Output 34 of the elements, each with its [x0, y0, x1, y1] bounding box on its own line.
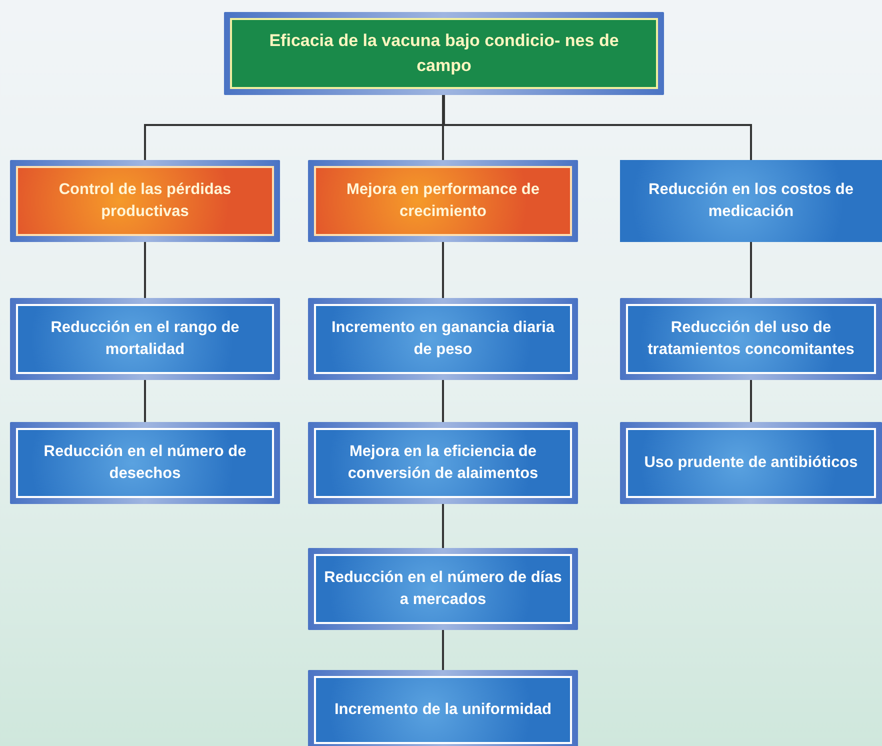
process-box	[10, 160, 280, 242]
connector-line	[442, 242, 444, 298]
box-label: Incremento de la uniformidad	[334, 700, 552, 720]
box-label: Reducción en el rango de mortalidad	[50, 318, 240, 360]
connector-line	[442, 504, 444, 548]
connector-line	[144, 380, 146, 422]
box-label: Eficacia de la vacuna bajo condicio- nes de campo	[268, 30, 620, 76]
process-box	[620, 422, 882, 504]
process-box	[620, 298, 882, 380]
connector-line	[442, 630, 444, 670]
connector-line	[443, 95, 752, 160]
connector-line	[750, 380, 752, 422]
process-box	[10, 422, 280, 504]
box-label: Control de las pérdidas productivas	[58, 180, 232, 222]
connector-line	[750, 242, 752, 298]
process-box	[620, 160, 882, 242]
connector-line	[442, 380, 444, 422]
box-label: Mejora en performance de crecimiento	[346, 180, 540, 222]
process-box	[308, 670, 578, 746]
process-box	[308, 298, 578, 380]
process-box	[308, 422, 578, 504]
process-box	[10, 298, 280, 380]
box-label: Mejora en la eficiencia de conversión de alaimentos	[346, 442, 540, 484]
title-box	[224, 12, 664, 95]
box-label: Reducción en el número de desechos	[42, 442, 248, 484]
box-label: Uso prudente de antibióticos	[644, 452, 858, 473]
box-label: Incremento en ganancia diaria de peso	[330, 318, 556, 360]
connector-line	[442, 95, 444, 160]
box-label: Reducción del uso de tratamientos concomitantes	[646, 318, 856, 360]
box-label: Reducción en el número de días a mercados	[324, 568, 562, 610]
connector-line	[144, 242, 146, 298]
box-label: Reducción en los costos de medicación	[648, 180, 854, 222]
process-box	[308, 160, 578, 242]
process-box	[308, 548, 578, 630]
